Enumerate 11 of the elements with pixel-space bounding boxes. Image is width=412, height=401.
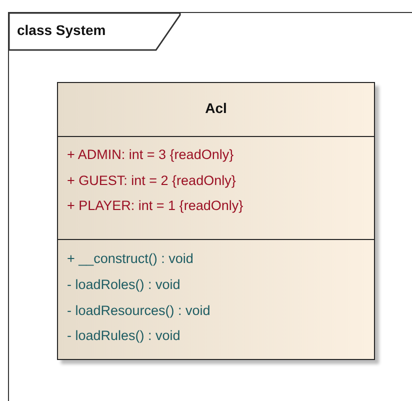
operation: - loadRules() : void — [67, 328, 180, 343]
diagram-frame — [8, 12, 412, 401]
operation: + __construct() : void — [67, 251, 194, 266]
frame-title: class System — [17, 22, 106, 38]
operation: - loadResources() : void — [67, 303, 210, 318]
attribute: + ADMIN: int = 3 {readOnly} — [67, 147, 234, 162]
attribute: + PLAYER: int = 1 {readOnly} — [67, 198, 244, 213]
class-box — [57, 82, 375, 360]
class-name: Acl — [204, 100, 228, 116]
operation: - loadRoles() : void — [67, 277, 180, 292]
attribute: + GUEST: int = 2 {readOnly} — [67, 173, 236, 188]
